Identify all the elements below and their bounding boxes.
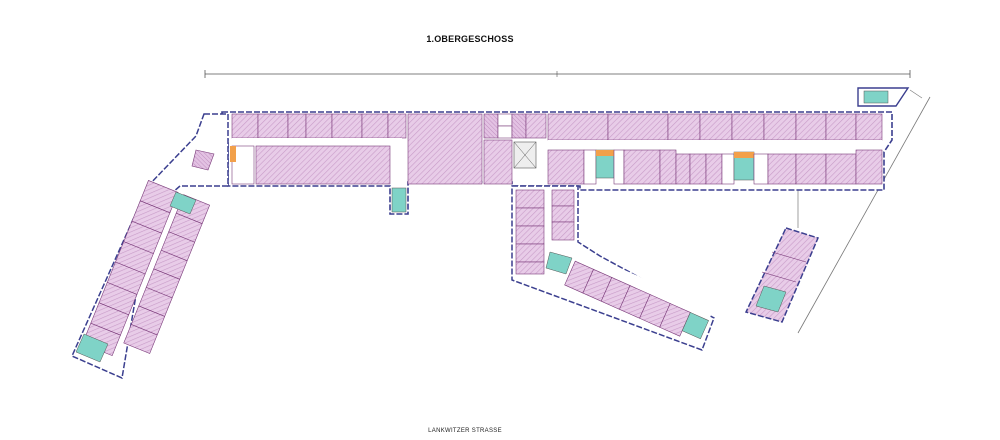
- east-block: [744, 227, 820, 323]
- property-line: [797, 89, 931, 334]
- south-wing: [511, 185, 715, 351]
- floor-plan-title: 1.OBERGESCHOSS: [426, 34, 514, 44]
- west-wing: [71, 113, 229, 380]
- dimension-line: [204, 70, 911, 78]
- street-label: LANKWITZER STRASSE: [428, 428, 502, 434]
